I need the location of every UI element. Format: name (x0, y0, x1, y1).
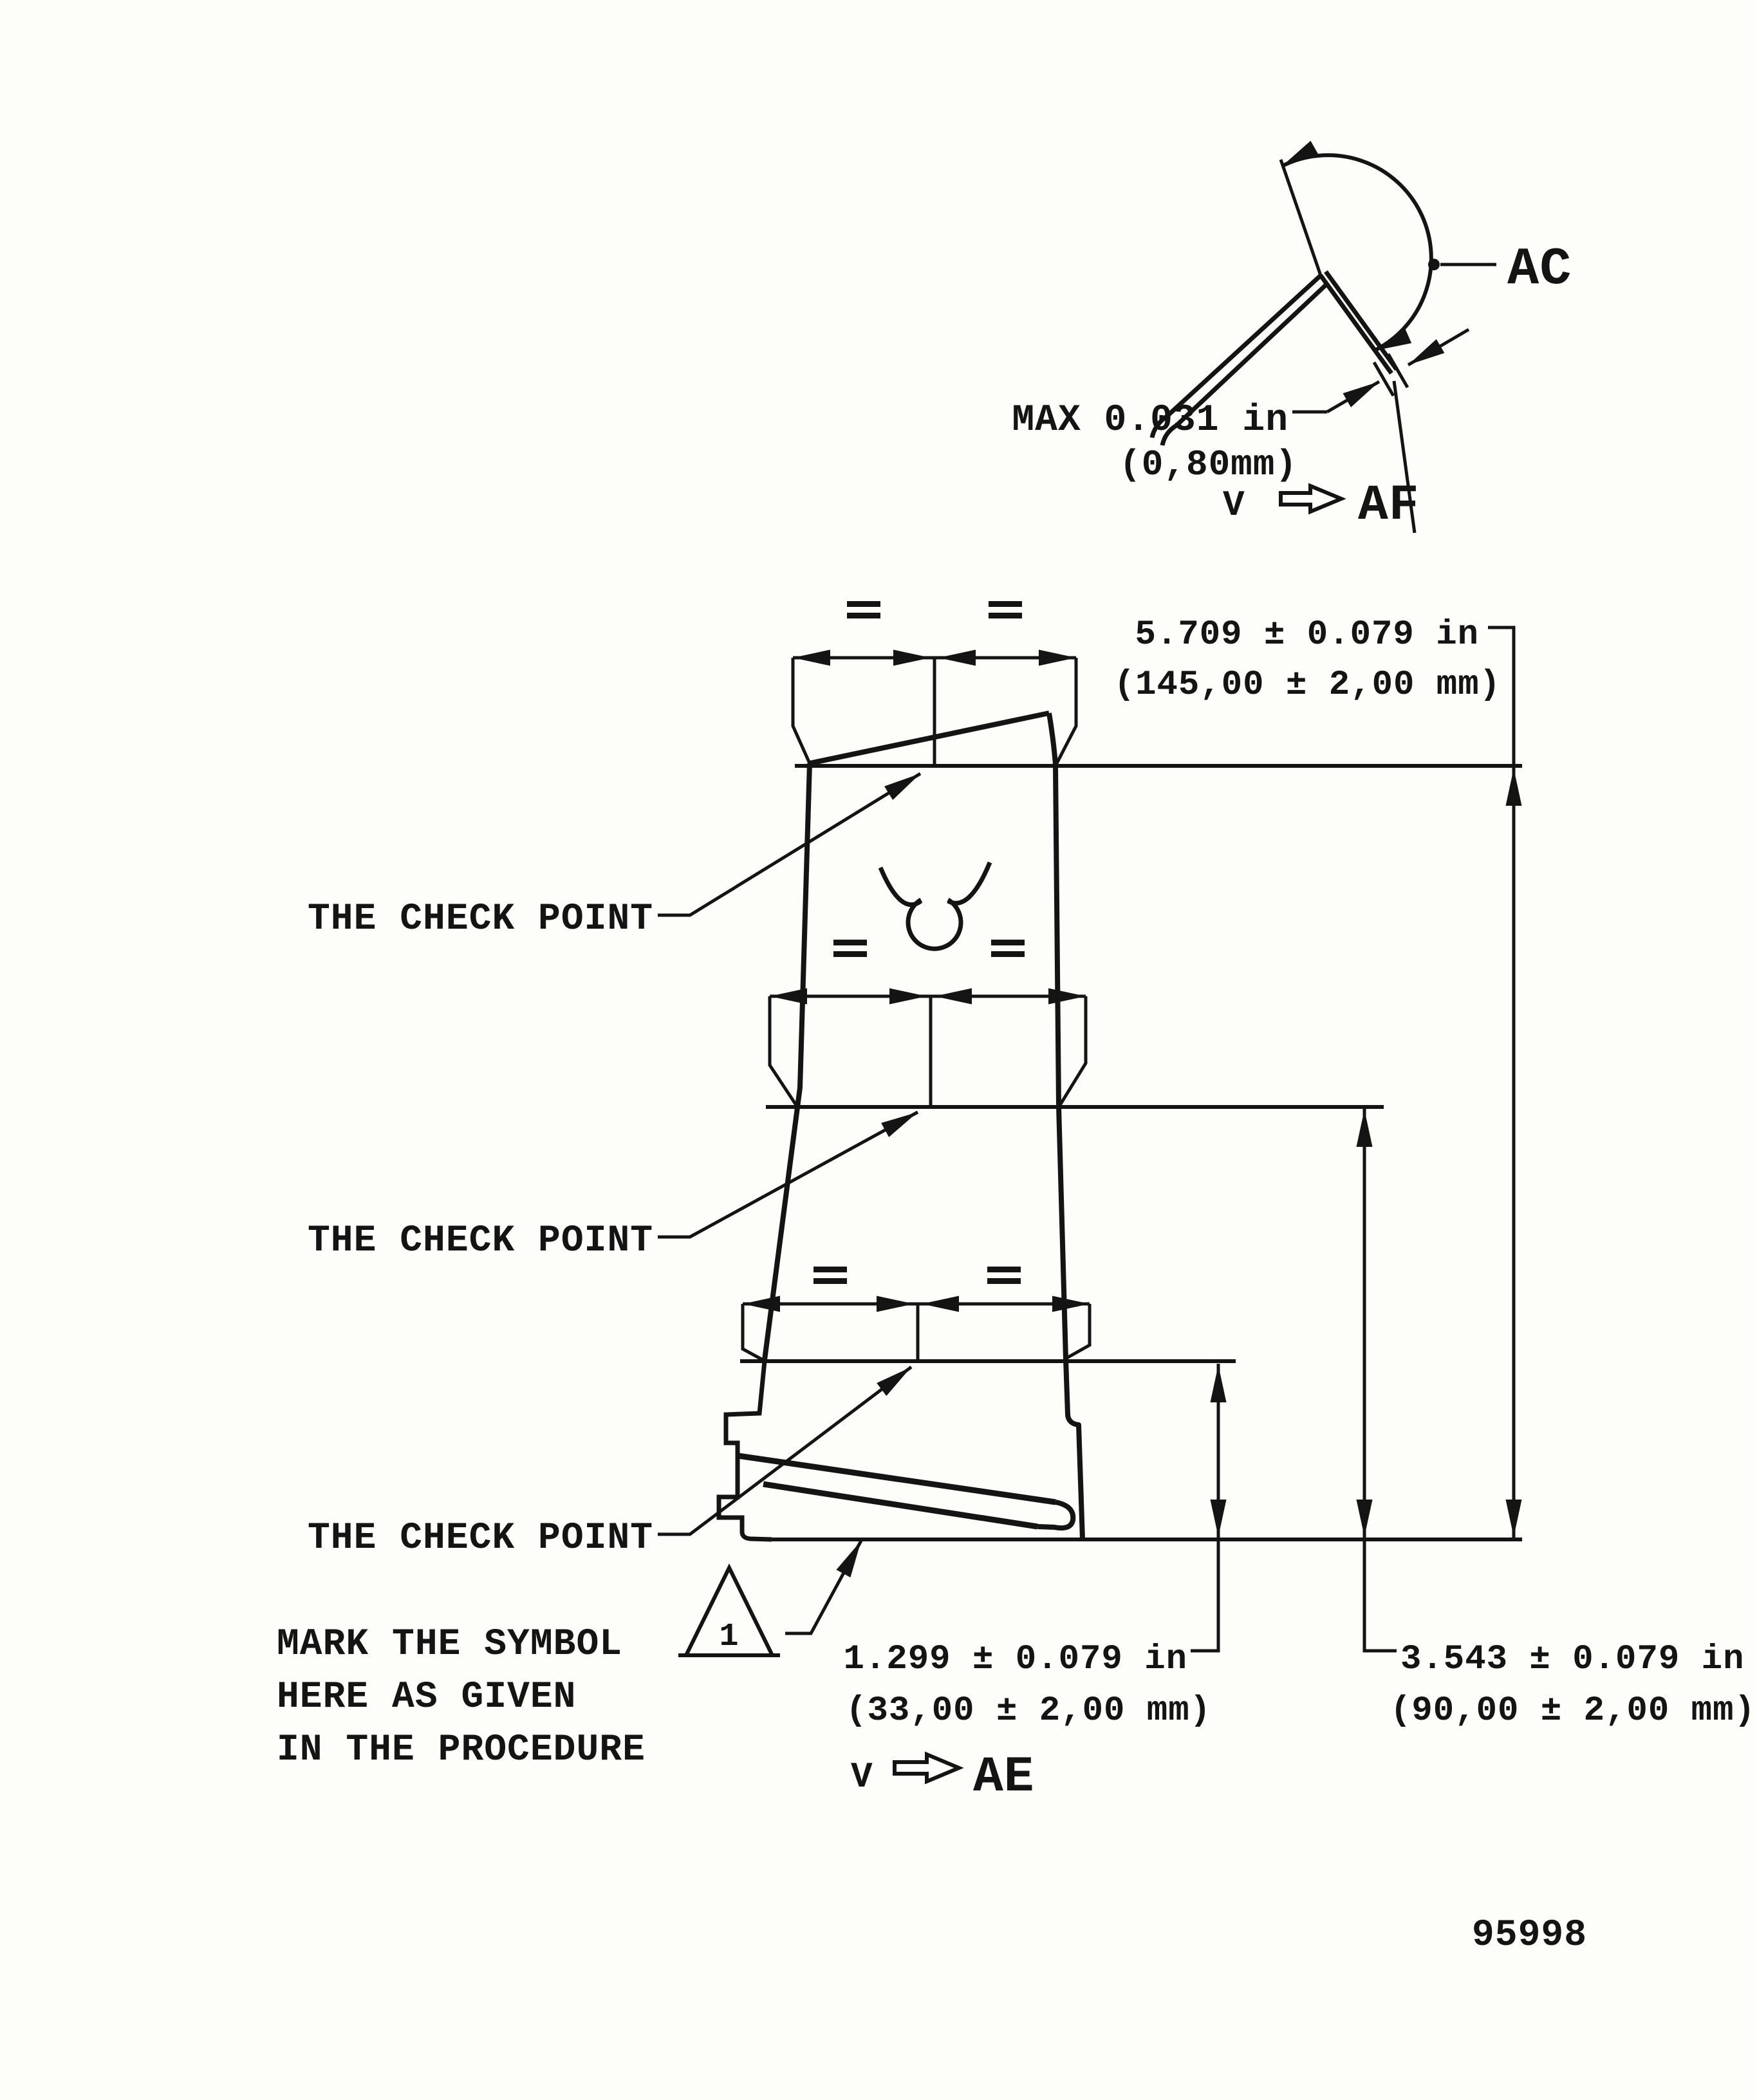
blade-tip-edge (809, 711, 1050, 766)
view-ae-prefix: V (851, 1756, 873, 1798)
equal-mark (989, 613, 1022, 618)
bent-tip-lower-line (1175, 282, 1329, 427)
equal-mark (987, 1267, 1021, 1272)
angle-arc (1281, 153, 1433, 353)
check-point-3: THE CHECK POINT (308, 1361, 916, 1559)
view-af-arrow-icon (1279, 483, 1346, 515)
bent-tip-upper-line (1166, 274, 1323, 418)
view-af-label: AF (1358, 478, 1420, 534)
blade-tip-corner (1046, 712, 1058, 765)
equal-mark (987, 1278, 1021, 1284)
callout-dot (1428, 259, 1440, 270)
equal-mark (833, 940, 867, 945)
figure-number: 95998 (1472, 1915, 1587, 1956)
platform-top-edge (738, 1453, 1056, 1505)
equal-mark (991, 951, 1025, 957)
gap-arrow-lower (1343, 375, 1384, 407)
note-line-3: IN THE PROCEDURE (277, 1729, 646, 1771)
equal-mark (813, 1267, 847, 1272)
chord-dim-top (791, 601, 1078, 765)
tip-reference-line (1279, 159, 1323, 276)
check-point-2-label: THE CHECK POINT (308, 1220, 653, 1262)
dim-total-mm: (145,00 ± 2,00 mm) (1114, 665, 1501, 705)
dim-mid-mm: (90,00 ± 2,00 mm) (1390, 1691, 1756, 1731)
equal-mark (847, 601, 880, 607)
mark-symbol-note: MARK THE SYMBOL 1 HERE AS GIVEN IN THE P… (277, 1537, 868, 1771)
max-gap-text-in: MAX 0.031 in (1012, 400, 1288, 441)
gap-tick-2 (1372, 361, 1395, 397)
check-point-2: THE CHECK POINT (308, 1105, 922, 1262)
blade-left-edge (762, 763, 812, 1361)
view-ae-marker: V AE (851, 1749, 1035, 1806)
equal-mark (833, 951, 867, 957)
view-af-prefix: V (1223, 485, 1245, 526)
chord-dim-lower (741, 1267, 1092, 1362)
check-point-1-label: THE CHECK POINT (308, 898, 653, 940)
check-point-3-label: THE CHECK POINT (308, 1518, 653, 1559)
callout-label: AC (1507, 239, 1572, 299)
dim-low-mm: (33,00 ± 2,00 mm) (846, 1691, 1211, 1731)
height-dim-low: 1.299 ± 0.079 in (33,00 ± 2,00 mm) (844, 1364, 1227, 1731)
dim-total-in: 5.709 ± 0.079 in (1135, 615, 1479, 655)
check-point-1: THE CHECK POINT (308, 767, 925, 940)
platform-right-curl (1037, 1500, 1076, 1531)
root-right-edge (1063, 1359, 1085, 1540)
mark-leader-arrow (836, 1537, 868, 1577)
blade-right-edge (1053, 765, 1068, 1360)
equal-mark (991, 940, 1025, 945)
flag-triangle-number: 1 (719, 1619, 739, 1655)
gap-tick-1 (1386, 353, 1409, 389)
dim-low-in: 1.299 ± 0.079 in (844, 1640, 1187, 1679)
equal-mark (813, 1278, 847, 1284)
airfoil-section-icon (878, 861, 992, 951)
gap-arrow-upper (1404, 339, 1445, 372)
max-gap-text-mm: (0,80mm) (1119, 444, 1297, 485)
note-line-2: HERE AS GIVEN (277, 1677, 576, 1718)
view-ae-label: AE (973, 1749, 1035, 1806)
main-blade-view: 5.709 ± 0.079 in (145,00 ± 2,00 mm) 3.54… (277, 601, 1756, 1806)
note-line-1: MARK THE SYMBOL (277, 1624, 622, 1666)
platform-bottom-edge (763, 1481, 1038, 1530)
height-dim-mid: 3.543 ± 0.079 in (90,00 ± 2,00 mm) (1356, 1108, 1756, 1731)
bent-tip-hook-upper (1149, 414, 1169, 438)
view-ae-arrow-icon (893, 1751, 964, 1785)
height-dim-total: 5.709 ± 0.079 in (145,00 ± 2,00 mm) (1114, 615, 1522, 1539)
tip-detail-view: AC MAX 0.031 in (0,80mm) V AF (1012, 140, 1572, 534)
tip-wall-extension (1392, 380, 1417, 534)
tip-wall-line-2 (1324, 270, 1399, 371)
root-left-lip (716, 1361, 772, 1542)
equal-mark (989, 601, 1022, 607)
tip-wall-line-1 (1319, 274, 1393, 375)
dim-mid-in: 3.543 ± 0.079 in (1400, 1640, 1744, 1679)
bent-tip-hook-lower (1160, 423, 1178, 446)
chord-dim-middle (768, 940, 1088, 1106)
equal-mark (847, 613, 880, 618)
